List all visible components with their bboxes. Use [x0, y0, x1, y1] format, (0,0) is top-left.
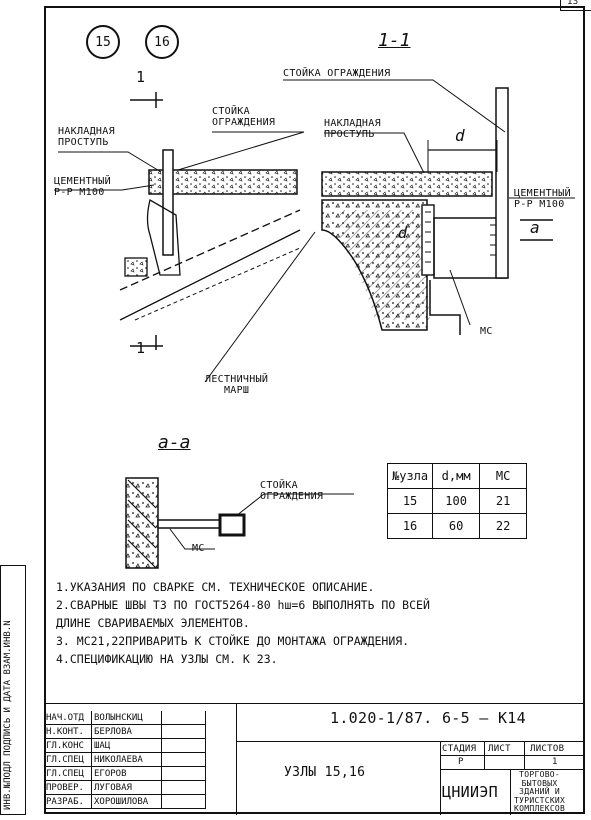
sheets-header: ЛИСТОВ [530, 744, 565, 754]
signature-cell [162, 781, 206, 795]
document-code: 1.020-1/87. 6-5 — К14 [330, 709, 526, 727]
role-cell: ГЛ.СПЕЦ [44, 753, 92, 767]
label-mark-a: а [530, 218, 540, 237]
stage-header: СТАДИЯ [442, 744, 477, 754]
role-cell: ПРОВЕР. [44, 781, 92, 795]
name-cell: ШАЦ [92, 739, 162, 753]
cut-mark-label-bottom: 1 [136, 339, 146, 357]
signature-cell [162, 739, 206, 753]
aa-mc-plate [157, 519, 221, 529]
cell-node: 15 [386, 488, 434, 514]
name-cell: ЛУГОВАЯ [92, 781, 162, 795]
header-node: №узла [386, 463, 434, 489]
section-a-a-title: а-а [158, 432, 191, 453]
cell-d: 60 [432, 513, 481, 539]
flight-line-bottom [119, 229, 301, 321]
node-table-header: №узла d,мм МС [386, 463, 528, 489]
cell-node: 16 [386, 513, 434, 539]
sheet-value: 1 [552, 757, 558, 767]
name-cell: ЕГОРОВ [92, 767, 162, 781]
role-cell: ГЛ.СПЕЦ [44, 767, 92, 781]
note-line: 3. МС21,22ПРИВАРИТЬ К СТОЙКЕ ДО МОНТАЖА … [56, 634, 410, 648]
signature-cell [162, 753, 206, 767]
notes-block: 1.УКАЗАНИЯ ПО СВАРКЕ СМ. ТЕХНИЧЕСКОЕ ОПИ… [56, 578, 576, 668]
name-cell: НИКОЛАЕВА [92, 753, 162, 767]
name-cell: БЕРЛОВА [92, 725, 162, 739]
label-nosing-right: НАКЛАДНАЯ ПРОСТУПЬ [324, 118, 381, 140]
note-line: 4.СПЕЦИФИКАЦИЮ НА УЗЛЫ СМ. К 23. [56, 652, 278, 666]
table-row: 16 60 22 [386, 513, 528, 539]
note-line: 2.СВАРНЫЕ ШВЫ Т3 ПО ГОСТ5264-80 hш=6 ВЫП… [56, 598, 430, 612]
sheet-corner-box: 13 [560, 0, 591, 11]
role-cell: НАЧ.ОТД [44, 711, 92, 725]
role-cell: РАЗРАБ. [44, 795, 92, 809]
cell-d: 100 [432, 488, 481, 514]
sidebar-stamp: ИНВ.№ПОДЛ ПОДПИСЬ И ДАТА ВЗАМ.ИНВ.N [0, 565, 26, 815]
role-cell: ГЛ.КОНС [44, 739, 92, 753]
signature-cell [162, 767, 206, 781]
label-post-left: СТОЙКА ОГРАЖДЕНИЯ [212, 106, 276, 128]
label-post-top: СТОЙКА ОГРАЖДЕНИЯ [283, 68, 391, 79]
label-mortar-right: ЦЕМЕНТНЫЙ Р-Р М100 [514, 188, 571, 210]
stage-value: Р [458, 757, 464, 767]
flight-line-top [119, 209, 301, 291]
aa-post-section [218, 513, 246, 537]
sidebar-stamp-text: ИНВ.№ПОДЛ ПОДПИСЬ И ДАТА ВЗАМ.ИНВ.N [3, 620, 13, 810]
label-nosing-left: НАКЛАДНАЯ ПРОСТУПЬ [58, 126, 115, 148]
header-d: d,мм [432, 463, 481, 489]
header-mc: МС [479, 463, 528, 489]
note-line: 1.УКАЗАНИЯ ПО СВАРКЕ СМ. ТЕХНИЧЕСКОЕ ОПИ… [56, 580, 375, 594]
cell-mc: 22 [479, 513, 528, 539]
label-d-inside: d [398, 224, 408, 242]
embedded-plate [421, 204, 435, 276]
sheet-corner-number: 13 [567, 0, 579, 7]
sheet-header: ЛИСТ [488, 744, 511, 754]
table-row: 15 100 21 [386, 488, 528, 514]
name-cell: ВОЛЫНСКИЦ [92, 711, 162, 725]
document-title: УЗЛЫ 15,16 [284, 765, 366, 780]
node-table: №узла d,мм МС 15 100 21 16 60 22 [386, 463, 528, 539]
right-nosing-slab [321, 171, 493, 197]
label-mc-section1: МС [480, 326, 493, 337]
title-block: НАЧ.ОТД ВОЛЫНСКИЦ Н.КОНТ. БЕРЛОВА ГЛ.КОН… [44, 703, 585, 815]
org-logo: ЦНИИЭП [442, 783, 498, 801]
label-flight: ЛЕСТНИЧНЫЙ МАРШ [205, 374, 269, 396]
cell-mc: 21 [479, 488, 528, 514]
role-cell: Н.КОНТ. [44, 725, 92, 739]
label-mortar-left: ЦЕМЕНТНЫЙ Р-Р М100 [54, 176, 111, 198]
cut-mark-1-1 [130, 92, 163, 350]
signature-cell [162, 795, 206, 809]
signature-cell [162, 711, 206, 725]
right-post [495, 87, 509, 279]
cut-mark-label-top: 1 [136, 68, 146, 86]
node-circle-15: 15 [86, 25, 120, 59]
note-line: ДЛИНЕ СВАРИВАЕМЫХ ЭЛЕМЕНТОВ. [56, 616, 250, 630]
name-cell: ХОРОШИЛОВА [92, 795, 162, 809]
label-dim-d: d [455, 126, 465, 145]
section-1-1-title: 1-1 [378, 30, 411, 51]
drawing-frame [44, 6, 585, 814]
left-post [162, 149, 174, 256]
org-description: ТОРГОВО- БЫТОВЫХ ЗДАНИЙ И ТУРИСТСКИХ КОМ… [514, 770, 566, 814]
signature-cell [162, 725, 206, 739]
aa-label-mc: МС [192, 543, 205, 554]
node-circle-16: 16 [145, 25, 179, 59]
aa-label-post: СТОЙКА ОГРАЖДЕНИЯ [260, 480, 324, 502]
